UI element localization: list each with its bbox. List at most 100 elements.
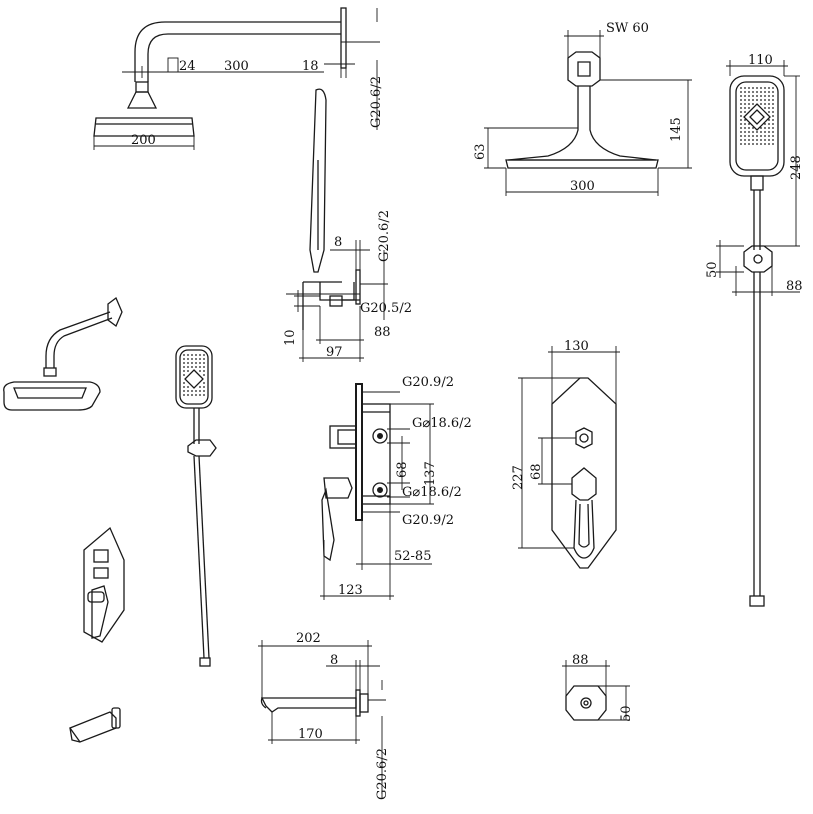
dim-g20-9-bot-label: G20.9/2 xyxy=(402,513,454,528)
nozzle-dot xyxy=(740,139,742,141)
nozzle-dot xyxy=(191,362,193,364)
nozzle-dot xyxy=(203,370,205,372)
nozzle-dot xyxy=(768,103,770,105)
hand-shower-with-rail xyxy=(729,75,785,607)
dimension-8-spout: 8 xyxy=(326,653,380,690)
dimension-8-outlet: 8 xyxy=(330,235,370,270)
shower-head-front-view xyxy=(505,51,659,169)
nozzle-dot xyxy=(183,374,185,376)
nozzle-dot xyxy=(744,95,746,97)
dim-170-label: 170 xyxy=(298,727,323,742)
dimension-145: 145 xyxy=(600,79,692,169)
nozzle-dot xyxy=(760,127,762,129)
nozzle-dot xyxy=(768,111,770,113)
nozzle-dot xyxy=(187,362,189,364)
dimension-170: 170 xyxy=(268,712,360,744)
nozzle-dot xyxy=(191,366,193,368)
nozzle-dot xyxy=(740,115,742,117)
nozzle-dot xyxy=(768,143,770,145)
nozzle-dot xyxy=(772,91,774,93)
nozzle-dot xyxy=(752,99,754,101)
nozzle-dot xyxy=(740,107,742,109)
nozzle-dot xyxy=(752,103,754,105)
nozzle-dot xyxy=(756,143,758,145)
nozzle-dot xyxy=(748,131,750,133)
dimension-248: 248 xyxy=(764,75,804,247)
nozzle-dot xyxy=(752,131,754,133)
nozzle-dot xyxy=(772,111,774,113)
nozzle-dot xyxy=(740,103,742,105)
nozzle-dot xyxy=(768,99,770,101)
dim-202-label: 202 xyxy=(296,631,321,646)
dim-88-conn-label: 88 xyxy=(572,653,589,668)
nozzle-dot xyxy=(203,382,205,384)
dimension-g20-5: G20.5/2 xyxy=(286,293,412,316)
nozzle-dot xyxy=(183,390,185,392)
nozzle-dot xyxy=(183,362,185,364)
nozzle-dot xyxy=(191,390,193,392)
spray-pattern-icon xyxy=(743,103,771,131)
nozzle-dot xyxy=(764,91,766,93)
nozzle-dot xyxy=(195,362,197,364)
dim-68-valve-label: 68 xyxy=(395,461,410,478)
dimension-130: 130 xyxy=(548,339,620,404)
nozzle-dot xyxy=(740,111,742,113)
nozzle-dot xyxy=(203,366,205,368)
nozzle-dot xyxy=(744,127,746,129)
nozzle-dot xyxy=(764,99,766,101)
nozzle-dot xyxy=(760,99,762,101)
dimension-10: 10 xyxy=(283,290,320,346)
dimension-g20-9-top: G20.9/2 xyxy=(362,375,454,393)
dimension-g18-bot: G⌀18.6/2 xyxy=(387,482,462,500)
nozzle-dot xyxy=(203,374,205,376)
nozzle-dot xyxy=(744,139,746,141)
dimension-g20-outlet: G20.6/2 xyxy=(360,210,392,320)
nozzle-dot xyxy=(768,107,770,109)
dim-g20-5-label: G20.5/2 xyxy=(360,301,412,316)
nozzle-dot xyxy=(744,103,746,105)
nozzle-dot xyxy=(183,386,185,388)
nozzle-dot xyxy=(756,99,758,101)
concealed-valve-body xyxy=(321,383,391,562)
nozzle-dot xyxy=(764,135,766,137)
nozzle-dot xyxy=(748,139,750,141)
nozzle-dot xyxy=(744,91,746,93)
dim-10-label: 10 xyxy=(283,329,298,346)
bath-spout-perspective xyxy=(68,707,121,743)
dim-g20-top-label: G20.6/2 xyxy=(369,76,384,128)
nozzle-dot xyxy=(752,143,754,145)
dim-g18-top-label: G⌀18.6/2 xyxy=(412,416,472,431)
nozzle-dot xyxy=(764,139,766,141)
dim-123-label: 123 xyxy=(338,583,363,598)
nozzle-dot xyxy=(752,95,754,97)
nozzle-dot xyxy=(191,354,193,356)
nozzle-dot xyxy=(764,127,766,129)
nozzle-dot xyxy=(187,394,189,396)
nozzle-dot xyxy=(744,131,746,133)
dimension-200: 200 xyxy=(93,133,195,150)
nozzle-dot xyxy=(748,123,750,125)
dimension-202: 202 xyxy=(258,631,372,698)
nozzle-dot xyxy=(187,354,189,356)
nozzle-dot xyxy=(199,394,201,396)
nozzle-dot xyxy=(740,119,742,121)
nozzle-dot xyxy=(183,394,185,396)
nozzle-dot xyxy=(752,127,754,129)
dim-300-head-label: 300 xyxy=(570,179,595,194)
dim-52-85-label: 52-85 xyxy=(394,549,431,564)
dimension-300-head: 300 xyxy=(505,168,659,196)
dim-200-label: 200 xyxy=(131,133,156,148)
dim-18-label: 18 xyxy=(302,59,319,74)
dimension-88-bracket: 88 xyxy=(732,266,803,296)
dimension-227: 227 xyxy=(511,377,580,549)
spray-dots xyxy=(183,354,205,396)
spray-dots xyxy=(740,87,774,145)
nozzle-dot xyxy=(203,354,205,356)
nozzle-dot xyxy=(203,390,205,392)
nozzle-dot xyxy=(760,91,762,93)
nozzle-dot xyxy=(191,358,193,360)
nozzle-dot xyxy=(752,139,754,141)
nozzle-dot xyxy=(768,135,770,137)
nozzle-dot xyxy=(768,127,770,129)
